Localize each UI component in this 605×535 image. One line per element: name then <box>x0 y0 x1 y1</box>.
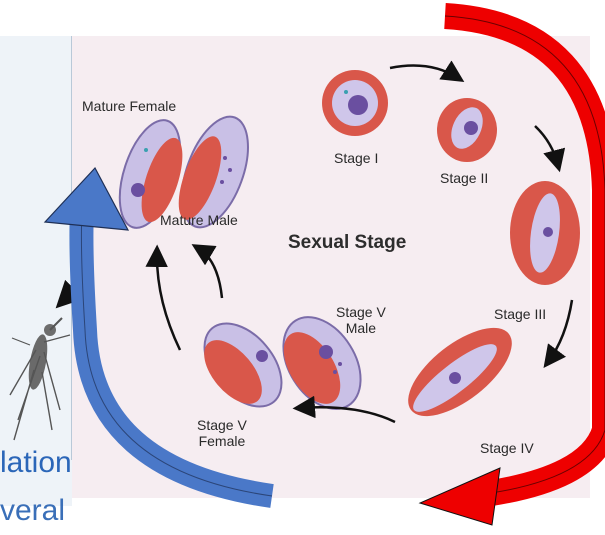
label-stage-3: Stage III <box>494 306 546 322</box>
cell-stage-1 <box>322 70 388 136</box>
label-stage-5-male-line2: Male <box>336 320 386 336</box>
label-stage-5-male-line1: Stage V <box>336 304 386 320</box>
label-stage-4: Stage IV <box>480 440 534 456</box>
background-text-line2: veral <box>0 494 65 528</box>
label-mature-female: Mature Female <box>82 98 176 114</box>
cell-stage-2 <box>437 98 497 162</box>
label-mature-male: Mature Male <box>160 212 238 228</box>
label-stage-5-female: Stage V Female <box>197 417 247 449</box>
label-stage-5-female-line1: Stage V <box>197 417 247 433</box>
cell-stage-3 <box>510 181 580 285</box>
background-text-line1: lation <box>0 446 72 480</box>
label-stage-2: Stage II <box>440 170 488 186</box>
diagram-title: Sexual Stage <box>288 232 406 254</box>
left-panel <box>0 36 72 506</box>
label-stage-1: Stage I <box>334 150 378 166</box>
label-stage-5-female-line2: Female <box>197 433 247 449</box>
label-stage-5-male: Stage V Male <box>336 304 386 336</box>
